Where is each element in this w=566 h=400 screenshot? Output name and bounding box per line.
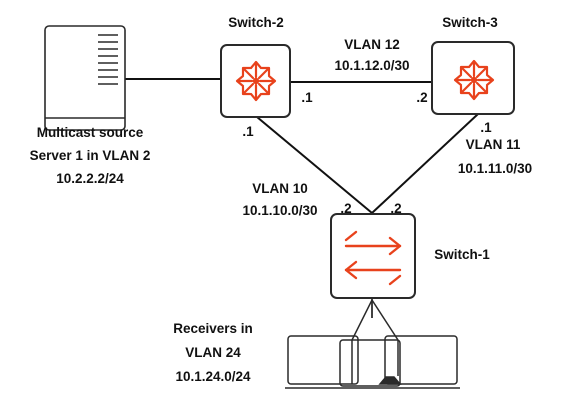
server-label-line3: 10.2.2.2/24 — [56, 171, 124, 186]
vlan11-name: VLAN 11 — [466, 137, 521, 152]
vlan12-end-a: .1 — [301, 90, 313, 105]
receivers-label-line2: VLAN 24 — [185, 345, 241, 360]
vlan12-name: VLAN 12 — [344, 37, 400, 52]
vlan10-end-b: .2 — [340, 201, 351, 216]
vlan11-end-b: .2 — [390, 201, 401, 216]
vlan12-end-b: .2 — [416, 90, 427, 105]
vlan11-subnet: 10.1.11.0/30 — [458, 161, 532, 176]
vlan10-name: VLAN 10 — [252, 181, 308, 196]
vlan10-subnet: 10.1.10.0/30 — [242, 203, 317, 218]
switch3-icon — [431, 41, 515, 115]
workstations-icon — [285, 299, 460, 389]
vlan10-link — [256, 116, 373, 214]
vlan11-end-a: .1 — [480, 120, 492, 135]
server-label-line2: Server 1 in VLAN 2 — [30, 148, 151, 163]
switch2-icon — [220, 44, 291, 118]
vlan11-link — [371, 113, 479, 214]
switch2-label: Switch-2 — [228, 15, 284, 30]
server-label-line1: Multicast source — [37, 125, 144, 140]
switch1-label: Switch-1 — [434, 247, 490, 262]
switch3-label: Switch-3 — [442, 15, 498, 30]
switch1-icon — [330, 213, 416, 299]
server-icon — [44, 25, 126, 131]
receivers-label-line3: 10.1.24.0/24 — [175, 369, 251, 384]
vlan12-subnet: 10.1.12.0/30 — [334, 58, 409, 73]
links — [125, 78, 479, 318]
receivers-label-line1: Receivers in — [173, 321, 253, 336]
vlan10-end-a: .1 — [242, 124, 254, 139]
